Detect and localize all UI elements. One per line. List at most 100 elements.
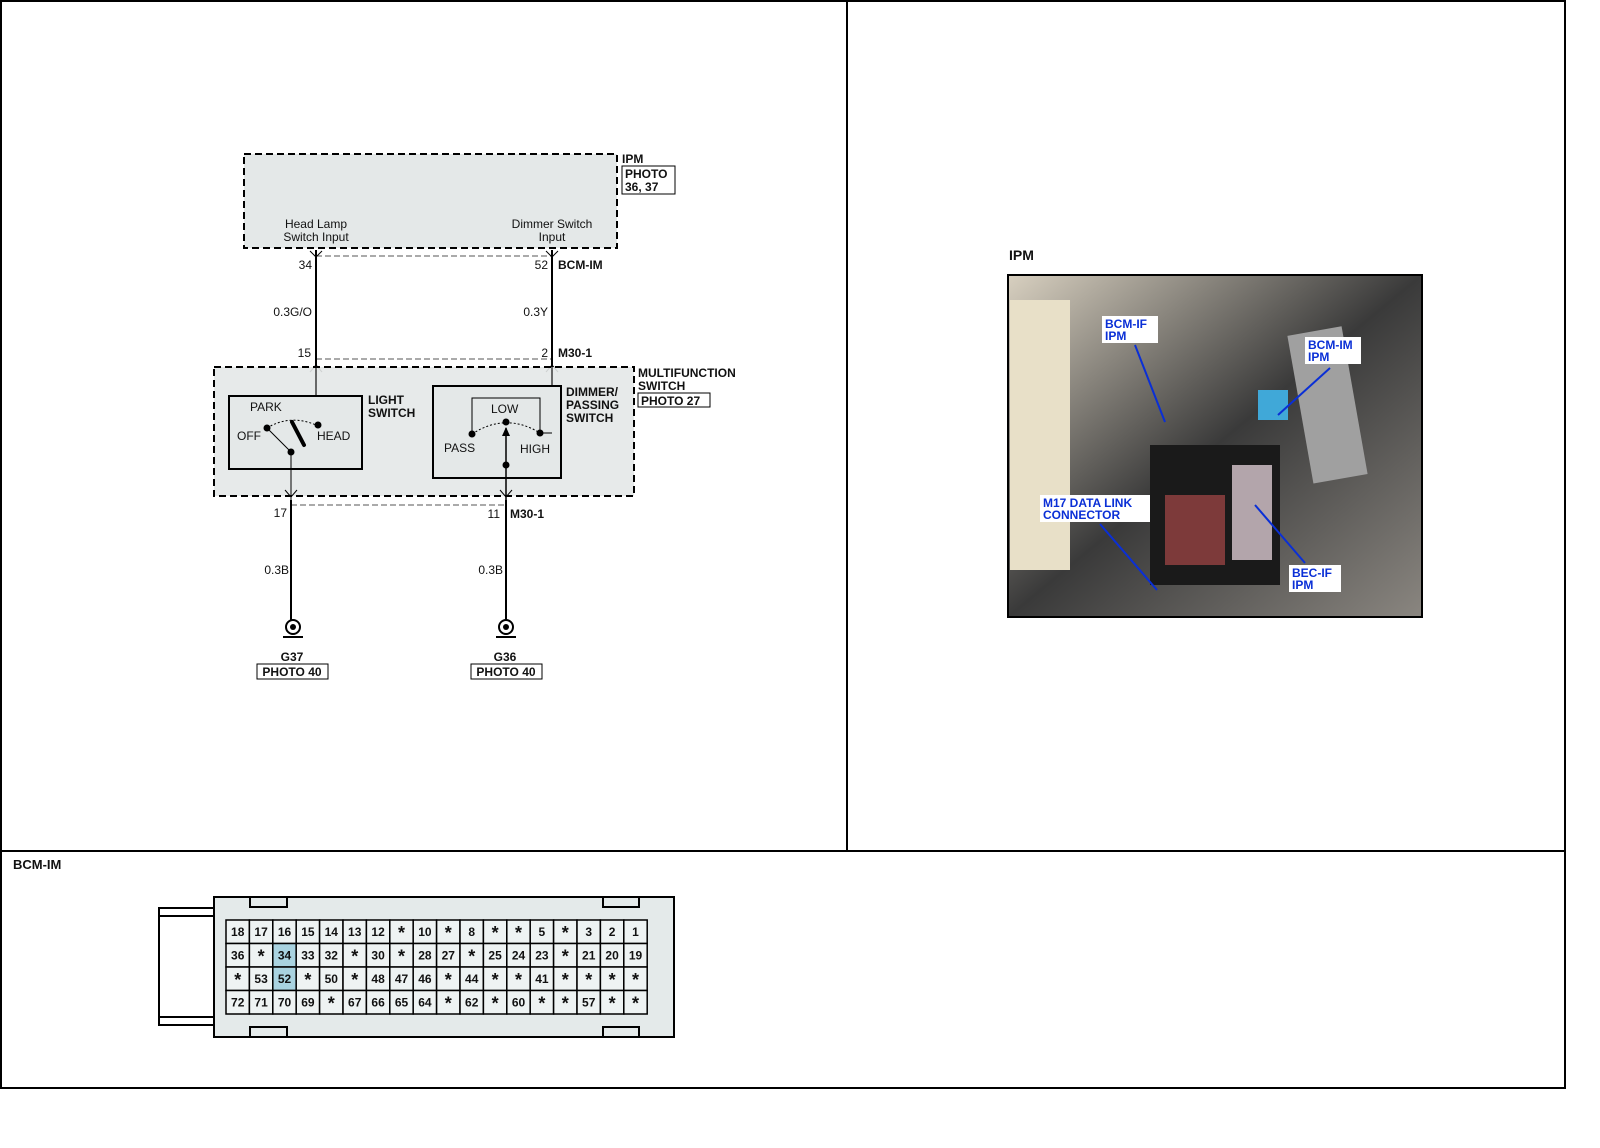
callout-arrow-bcm-if xyxy=(1134,344,1166,423)
pin-number: 20 xyxy=(605,949,619,963)
off-contact xyxy=(263,424,271,432)
pin-number: 33 xyxy=(301,949,315,963)
pin-34-chevron xyxy=(309,250,323,258)
pin-number: 50 xyxy=(325,972,339,986)
wire-label-b-left: 0.3B xyxy=(264,563,289,577)
unused-pin: * xyxy=(492,923,499,943)
ipm-module-box xyxy=(243,153,618,249)
low-position: LOW xyxy=(491,402,519,416)
mf-photo-ref: PHOTO 27 xyxy=(641,394,700,408)
pin-number: 21 xyxy=(582,949,596,963)
pin-number: 3 xyxy=(585,925,592,939)
pin-number: 19 xyxy=(629,949,643,963)
ipm-photo-panel: IPM BCM-IF IPM BCM-IM IPM M17 DATA LINK … xyxy=(1007,247,1423,618)
pin-2: 2 xyxy=(541,346,548,360)
callout-bec-if-bg xyxy=(1289,565,1341,592)
pin-number: 30 xyxy=(371,949,385,963)
pin-52-chevron xyxy=(545,250,559,258)
unused-pin: * xyxy=(632,994,639,1014)
pass-position: PASS xyxy=(444,441,475,455)
pin-number: 24 xyxy=(512,949,526,963)
callout-arrow-bcm-im xyxy=(1277,367,1331,416)
callout-bcm-im-2: IPM xyxy=(1308,350,1329,364)
park-position: PARK xyxy=(250,400,282,414)
g36-photo-box xyxy=(470,663,543,680)
callout-bec-if: BEC-IF xyxy=(1292,566,1332,580)
unused-pin: * xyxy=(234,970,241,990)
pin-number: 18 xyxy=(231,925,245,939)
unused-pin: * xyxy=(351,970,358,990)
callout-bcm-im-bg xyxy=(1305,337,1361,364)
callout-arrow-m17 xyxy=(1099,523,1158,591)
light-switch-label: LIGHT xyxy=(368,393,405,407)
pin-number: 52 xyxy=(278,972,292,986)
housing-key-br xyxy=(602,1026,640,1037)
pass-contact xyxy=(468,430,476,438)
photo-relay-cover xyxy=(1232,465,1272,560)
pin-number: 48 xyxy=(371,972,385,986)
light-switch-arc xyxy=(266,419,317,429)
pin-number: 2 xyxy=(609,925,616,939)
callout-m17-bg xyxy=(1040,495,1150,522)
pin-number: 15 xyxy=(301,925,315,939)
pin-15: 15 xyxy=(298,346,312,360)
unused-pin: * xyxy=(398,923,405,943)
head-contact xyxy=(314,421,322,429)
pin-number: 62 xyxy=(465,996,479,1010)
multifunction-switch-label-2: SWITCH xyxy=(638,379,685,393)
pin-number: 66 xyxy=(371,996,385,1010)
unused-pin: * xyxy=(445,970,452,990)
ipm-label: IPM xyxy=(622,152,643,166)
light-switch-lever xyxy=(268,429,292,453)
ground-g36-label: G36 xyxy=(494,650,517,664)
unused-pin: * xyxy=(258,947,265,967)
callout-bcm-if: BCM-IF xyxy=(1105,317,1147,331)
high-position: HIGH xyxy=(520,442,550,456)
pin-17-chevron xyxy=(284,489,298,498)
pin-number: 57 xyxy=(582,996,596,1010)
unused-pin: * xyxy=(562,947,569,967)
pin-number: 32 xyxy=(325,949,339,963)
pin-number: 44 xyxy=(465,972,479,986)
g37-photo-box xyxy=(256,663,329,680)
photo-title: IPM xyxy=(1009,247,1034,263)
pin-number: 47 xyxy=(395,972,409,986)
pin-number: 65 xyxy=(395,996,409,1010)
mf-photo-ref-box xyxy=(637,392,711,408)
housing-key-tl xyxy=(249,897,288,908)
schematic: IPM PHOTO 36, 37 Head Lamp Switch Input … xyxy=(213,152,736,680)
unused-pin: * xyxy=(562,994,569,1014)
unused-pin: * xyxy=(515,970,522,990)
bcm-im-connector-label: BCM-IM xyxy=(558,258,603,272)
ground-g37-label: G37 xyxy=(281,650,304,664)
unused-pin: * xyxy=(632,970,639,990)
unused-pin: * xyxy=(328,994,335,1014)
callout-arrow-bec-if xyxy=(1254,504,1306,564)
housing-key-bl xyxy=(249,1026,288,1037)
unused-pin: * xyxy=(562,923,569,943)
pin-number: 53 xyxy=(254,972,268,986)
connector-latch xyxy=(158,907,214,1026)
pin-number: 34 xyxy=(278,949,292,963)
pin-34: 34 xyxy=(299,258,313,272)
unused-pin: * xyxy=(304,970,311,990)
unused-pin: * xyxy=(351,947,358,967)
pin-number: 60 xyxy=(512,996,526,1010)
pin-17: 17 xyxy=(274,506,288,520)
page-frame xyxy=(0,0,1566,1089)
light-switch-label-2: SWITCH xyxy=(368,406,415,420)
callout-m17-data-link-2: CONNECTOR xyxy=(1043,508,1120,522)
pin-number: 10 xyxy=(418,925,432,939)
multifunction-switch-label: MULTIFUNCTION xyxy=(638,366,736,380)
high-contact xyxy=(536,429,544,437)
pin-number: 46 xyxy=(418,972,432,986)
wire-label-b-right: 0.3B xyxy=(478,563,503,577)
callout-bcm-if-2: IPM xyxy=(1105,329,1126,343)
wire-label-g-o: 0.3G/O xyxy=(273,305,312,319)
pin-number: 70 xyxy=(278,996,292,1010)
pin-number: 12 xyxy=(371,925,385,939)
dimmer-lever-arrow xyxy=(502,427,510,436)
